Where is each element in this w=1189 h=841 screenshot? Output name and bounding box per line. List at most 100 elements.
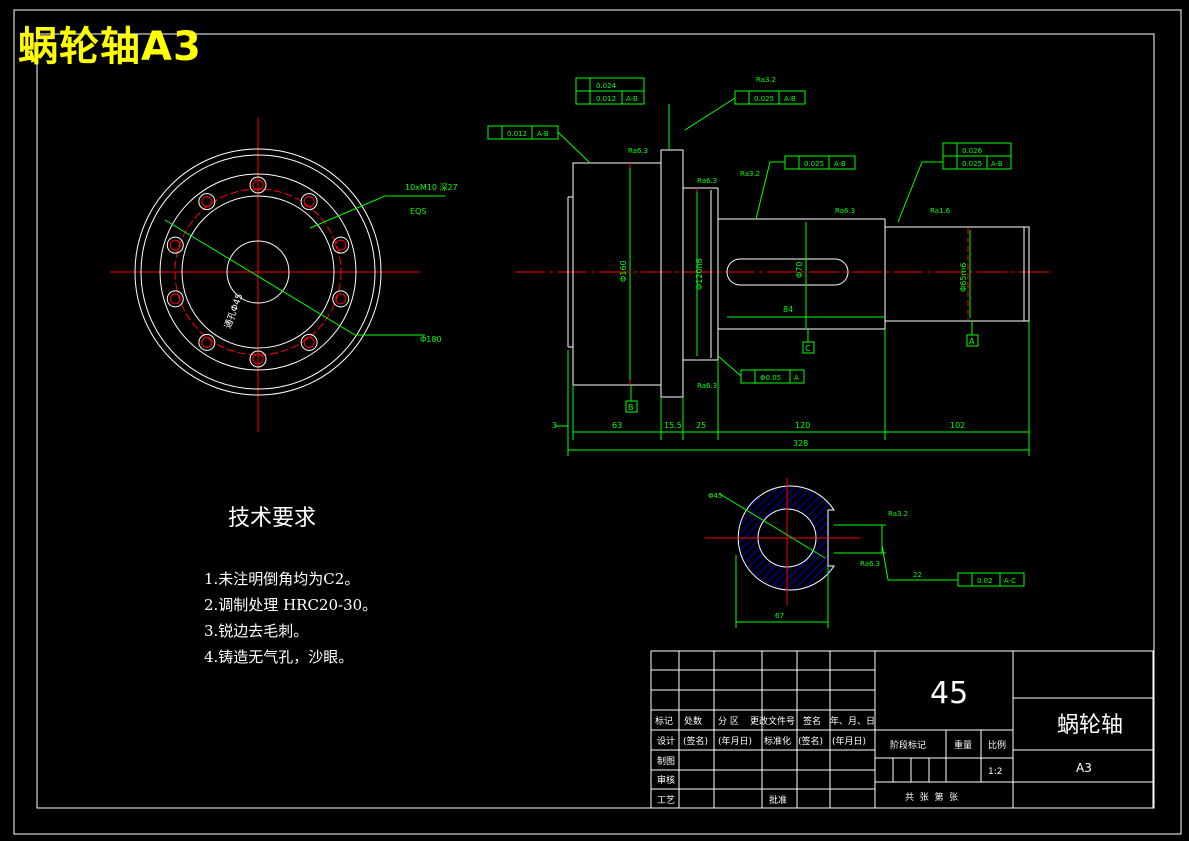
tb-h3: 更改文件号 <box>750 715 795 727</box>
bolt-hole-inner <box>303 196 315 208</box>
dim-d120: Φ120h6 <box>695 258 704 290</box>
tb-process: 工艺 <box>657 795 675 806</box>
datum-b: B <box>628 403 634 412</box>
tb-h1: 处数 <box>684 715 702 727</box>
tb-draw: 制图 <box>657 755 675 767</box>
ra-3: Ra3.2 <box>740 170 760 178</box>
dim-d70: Φ70 <box>795 262 804 278</box>
tb-sheets-row: 共 张 第 张 <box>905 791 958 803</box>
tol-3ref: A-B <box>537 130 549 138</box>
tech-requirement-1: 1.未注明倒角均为C2。 <box>204 570 360 588</box>
hole-callout: 10xM10 深27 <box>405 183 458 192</box>
tb-d4: (签名) <box>798 735 823 747</box>
bolt-hole-inner <box>335 293 347 305</box>
outer-border <box>13 9 1182 835</box>
dim-15-5: 15.5 <box>664 421 682 430</box>
tol-3: 0.012 <box>507 130 527 138</box>
tb-h5: 年、月、日 <box>830 715 875 727</box>
sec-w22: 22 <box>913 571 922 579</box>
dim-3: 3 <box>552 421 557 430</box>
dim-328: 328 <box>793 439 808 448</box>
tol-1a: 0.024 <box>596 82 617 90</box>
tb-approve: 批准 <box>769 794 787 806</box>
drawing-title: 蜗轮轴A3 <box>18 24 202 70</box>
bolt-hole <box>332 290 350 308</box>
side-view: 63 15.5 25 120 102 328 3 84 Φ160 Φ120h6 … <box>487 76 1050 456</box>
ra-2: Ra6.3 <box>697 177 717 185</box>
tol-4: 0.025 <box>804 160 824 168</box>
bolt-hole <box>166 290 184 308</box>
dim-25: 25 <box>696 421 706 430</box>
datum-c: C <box>805 344 811 353</box>
bolt-hole <box>166 236 184 254</box>
tol-1b: 0.012 <box>596 95 616 103</box>
tech-requirements-title: 技术要求 <box>228 506 317 531</box>
front-view: 10xM10 深27 EQS 通孔Φ45 Φ180 <box>110 118 458 432</box>
dim-d160: Φ160 <box>619 260 628 282</box>
tb-h0: 标记 <box>655 715 673 727</box>
datum-a: A <box>969 337 975 346</box>
tech-requirement-3: 3.锐边去毛刺。 <box>204 622 309 640</box>
bolt-hole-inner <box>201 336 213 348</box>
dim-63: 63 <box>612 421 622 430</box>
sec-ra1: Ra3.2 <box>888 510 908 518</box>
tol-perp: Φ0.05 <box>760 374 781 382</box>
tb-scale: 1:2 <box>988 767 1002 777</box>
tol-1ref: A-B <box>626 95 638 103</box>
sec-d67: 67 <box>775 612 784 620</box>
tb-part-name: 蜗轮轴 <box>1057 713 1123 738</box>
ra-4: Ra6.3 <box>835 207 855 215</box>
bolt-hole <box>198 333 216 351</box>
tb-d5: (年月日) <box>832 735 866 747</box>
tol-perpref: A <box>794 374 799 382</box>
tb-h4: 签名 <box>803 715 821 727</box>
tb-sheet: A3 <box>1076 761 1092 775</box>
ra-1: Ra6.3 <box>628 147 648 155</box>
title-block <box>650 650 1154 809</box>
tb-weight-label: 重量 <box>954 739 972 751</box>
bolt-hole-inner <box>169 293 181 305</box>
bolt-hole <box>198 193 216 211</box>
dim-120: 120 <box>795 421 810 430</box>
tb-material: 45 <box>930 676 968 711</box>
tol-5ref: A-B <box>991 160 1003 168</box>
sec-ra2: Ra6.3 <box>860 560 880 568</box>
sec-sym: 0.02 <box>977 577 993 585</box>
tb-d0: 设计 <box>657 735 675 747</box>
outer-dia-label: Φ180 <box>420 335 442 344</box>
inner-border <box>36 33 1155 809</box>
tb-d1: (签名) <box>683 735 708 747</box>
ra-6: Ra6.3 <box>697 382 717 390</box>
sec-d45: Φ45 <box>708 492 722 500</box>
bolt-hole-inner <box>252 179 264 191</box>
pcd-label: 通孔Φ45 <box>223 292 246 330</box>
tol-5a: 0.026 <box>962 147 983 155</box>
bolt-holes <box>166 176 350 368</box>
bolt-hole-inner <box>303 336 315 348</box>
hole-callout-eqs: EQS <box>410 207 426 216</box>
bolt-hole <box>249 350 267 368</box>
ra-7: Ra3.2 <box>756 76 776 84</box>
tb-stage-label: 阶段标记 <box>890 739 926 751</box>
bolt-hole-inner <box>252 353 264 365</box>
section-view: Φ45 67 22 0.02 A-C Ra3.2 Ra6.3 <box>705 478 1025 628</box>
bolt-hole <box>249 176 267 194</box>
dim-d65: Φ65m6 <box>959 263 968 292</box>
bolt-hole-inner <box>169 239 181 251</box>
bolt-hole-inner <box>201 196 213 208</box>
sec-symref: A-C <box>1004 577 1016 585</box>
dim-84: 84 <box>783 305 793 314</box>
ra-5: Ra1.6 <box>930 207 951 215</box>
tech-requirement-2: 2.调制处理 HRC20-30。 <box>204 596 378 614</box>
tb-d2: (年月日) <box>718 735 752 747</box>
dim-102: 102 <box>950 421 965 430</box>
tb-d3: 标准化 <box>764 735 791 747</box>
tb-check: 审核 <box>657 774 675 786</box>
bolt-hole <box>300 333 318 351</box>
bolt-hole <box>300 193 318 211</box>
tb-scale-label: 比例 <box>988 739 1006 751</box>
bolt-hole-inner <box>335 239 347 251</box>
tech-requirement-4: 4.铸造无气孔，沙眼。 <box>204 648 354 666</box>
tol-2ref: A-B <box>784 95 796 103</box>
